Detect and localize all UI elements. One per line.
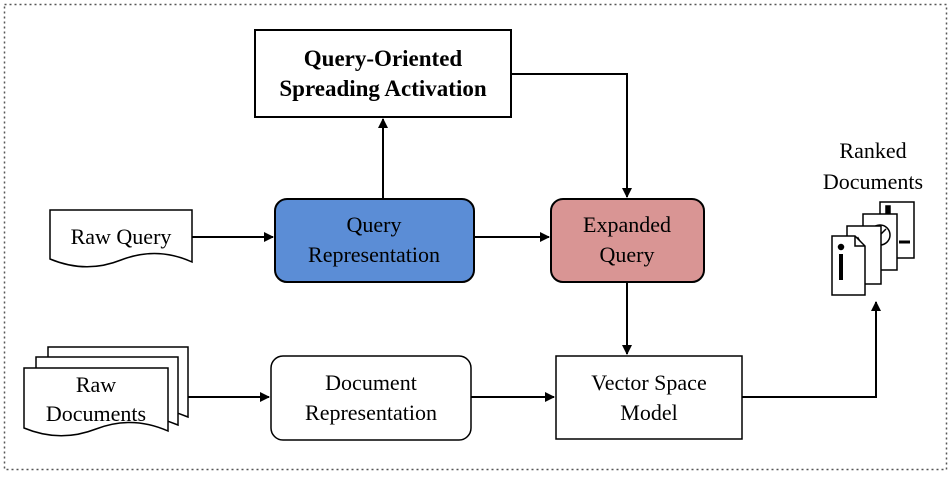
document-representation-box: Document Representation: [270, 355, 472, 441]
expanded-query-line-2: Query: [600, 242, 655, 267]
ranked-documents-icon: [831, 201, 915, 296]
raw-query-node: Raw Query: [49, 209, 193, 268]
spreading-activation-line-2: Spreading Activation: [279, 76, 486, 101]
document-representation-line-2: Representation: [305, 400, 437, 425]
document-representation-line-1: Document: [325, 370, 417, 395]
spreading-activation-box: Query-Oriented Spreading Activation: [254, 29, 512, 118]
spreading-activation-line-1: Query-Oriented: [304, 46, 463, 71]
ranked-documents-line-2: Documents: [823, 169, 923, 194]
query-representation-box: Query Representation: [274, 198, 475, 283]
raw-documents-line-1: Raw: [76, 372, 116, 397]
raw-query-label: Raw Query: [71, 224, 172, 249]
diagram-border: [3, 3, 948, 471]
expanded-query-line-1: Expanded: [583, 212, 671, 237]
query-representation-line-1: Query: [347, 212, 402, 237]
raw-documents-line-2: Documents: [46, 401, 146, 426]
arrow-vsm-to-ranked: [742, 301, 881, 398]
vector-space-model-line-1: Vector Space: [591, 370, 706, 395]
raw-documents-node: Raw Documents: [23, 346, 189, 437]
query-representation-line-2: Representation: [308, 242, 440, 267]
vector-space-model-line-2: Model: [620, 400, 677, 425]
vector-space-model-box: Vector Space Model: [555, 355, 743, 440]
connectors: [188, 73, 881, 402]
ranked-documents-line-1: Ranked: [839, 138, 906, 163]
expanded-query-box: Expanded Query: [550, 198, 705, 283]
